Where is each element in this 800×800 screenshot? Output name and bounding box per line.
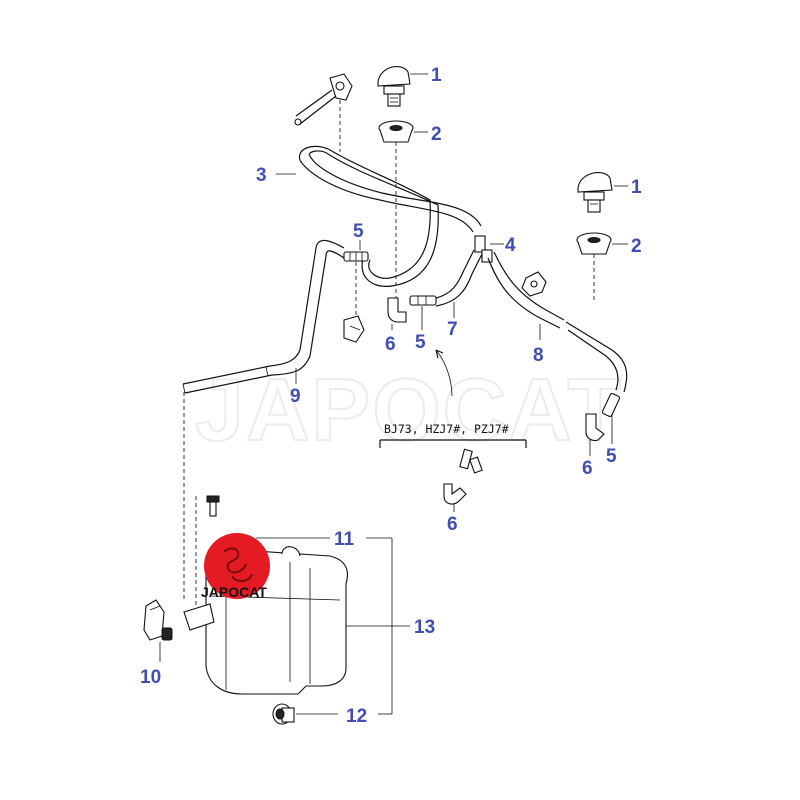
variant-note: BJ73, HZJ7#, PZJ7# xyxy=(384,422,509,436)
callout-1-top: 1 xyxy=(431,65,442,86)
hose-clamp-left xyxy=(343,315,365,343)
logo-text: JAPOCAT xyxy=(201,584,267,600)
elbow-6-right xyxy=(585,413,605,442)
callout-5-right: 5 xyxy=(606,446,617,467)
alignment-lines xyxy=(183,100,595,610)
grommet-12 xyxy=(272,703,295,725)
hose-joint-5-center xyxy=(409,295,437,306)
hose-joint-5-left xyxy=(343,251,369,262)
elbow-6-variant xyxy=(443,483,467,505)
callout-5-left: 5 xyxy=(353,221,364,242)
y-joint-variant xyxy=(459,448,483,474)
nozzle-gasket-top xyxy=(378,120,414,143)
callout-3: 3 xyxy=(256,165,267,186)
callout-labels: 1 2 3 5 4 6 5 7 1 2 8 9 6 5 6 11 13 10 1… xyxy=(140,65,642,727)
washer-nozzle-right xyxy=(577,172,613,213)
nozzle-gasket-right xyxy=(576,232,612,255)
three-way-joint-4 xyxy=(474,235,493,263)
callout-12: 12 xyxy=(346,706,367,727)
callout-5-center: 5 xyxy=(415,332,426,353)
callout-2-right: 2 xyxy=(631,236,642,257)
callout-10: 10 xyxy=(140,667,161,688)
callout-9: 9 xyxy=(290,386,301,407)
callout-6-right: 6 xyxy=(582,458,593,479)
callout-2-top: 2 xyxy=(431,124,442,145)
callout-11: 11 xyxy=(334,529,355,550)
callout-1-right: 1 xyxy=(631,177,642,198)
callout-7: 7 xyxy=(447,319,458,340)
elbow-6-center xyxy=(387,297,407,323)
washer-pump-10 xyxy=(143,599,173,641)
japocat-logo: JAPOCAT xyxy=(201,533,270,600)
leader-lines xyxy=(159,73,628,715)
hose-joint-5-right xyxy=(601,393,621,417)
variant-bracket xyxy=(379,439,527,448)
hood-hose-clamp xyxy=(294,73,353,126)
washer-hose-9 xyxy=(182,239,345,394)
washer-hose-3 xyxy=(298,145,482,287)
hose-clip-right xyxy=(521,271,547,297)
washer-nozzle-top xyxy=(377,66,411,107)
mounting-bolt xyxy=(206,495,220,517)
washer-hose-7 xyxy=(435,249,483,307)
callout-8: 8 xyxy=(533,345,544,366)
flow-arrow xyxy=(435,349,453,397)
washer-hose-8 xyxy=(487,251,628,393)
callout-13: 13 xyxy=(414,617,435,638)
callout-6-variant: 6 xyxy=(447,514,458,535)
watermark: JAPOCAT xyxy=(195,360,623,459)
callout-4: 4 xyxy=(505,235,516,256)
callout-6-center: 6 xyxy=(385,334,396,355)
